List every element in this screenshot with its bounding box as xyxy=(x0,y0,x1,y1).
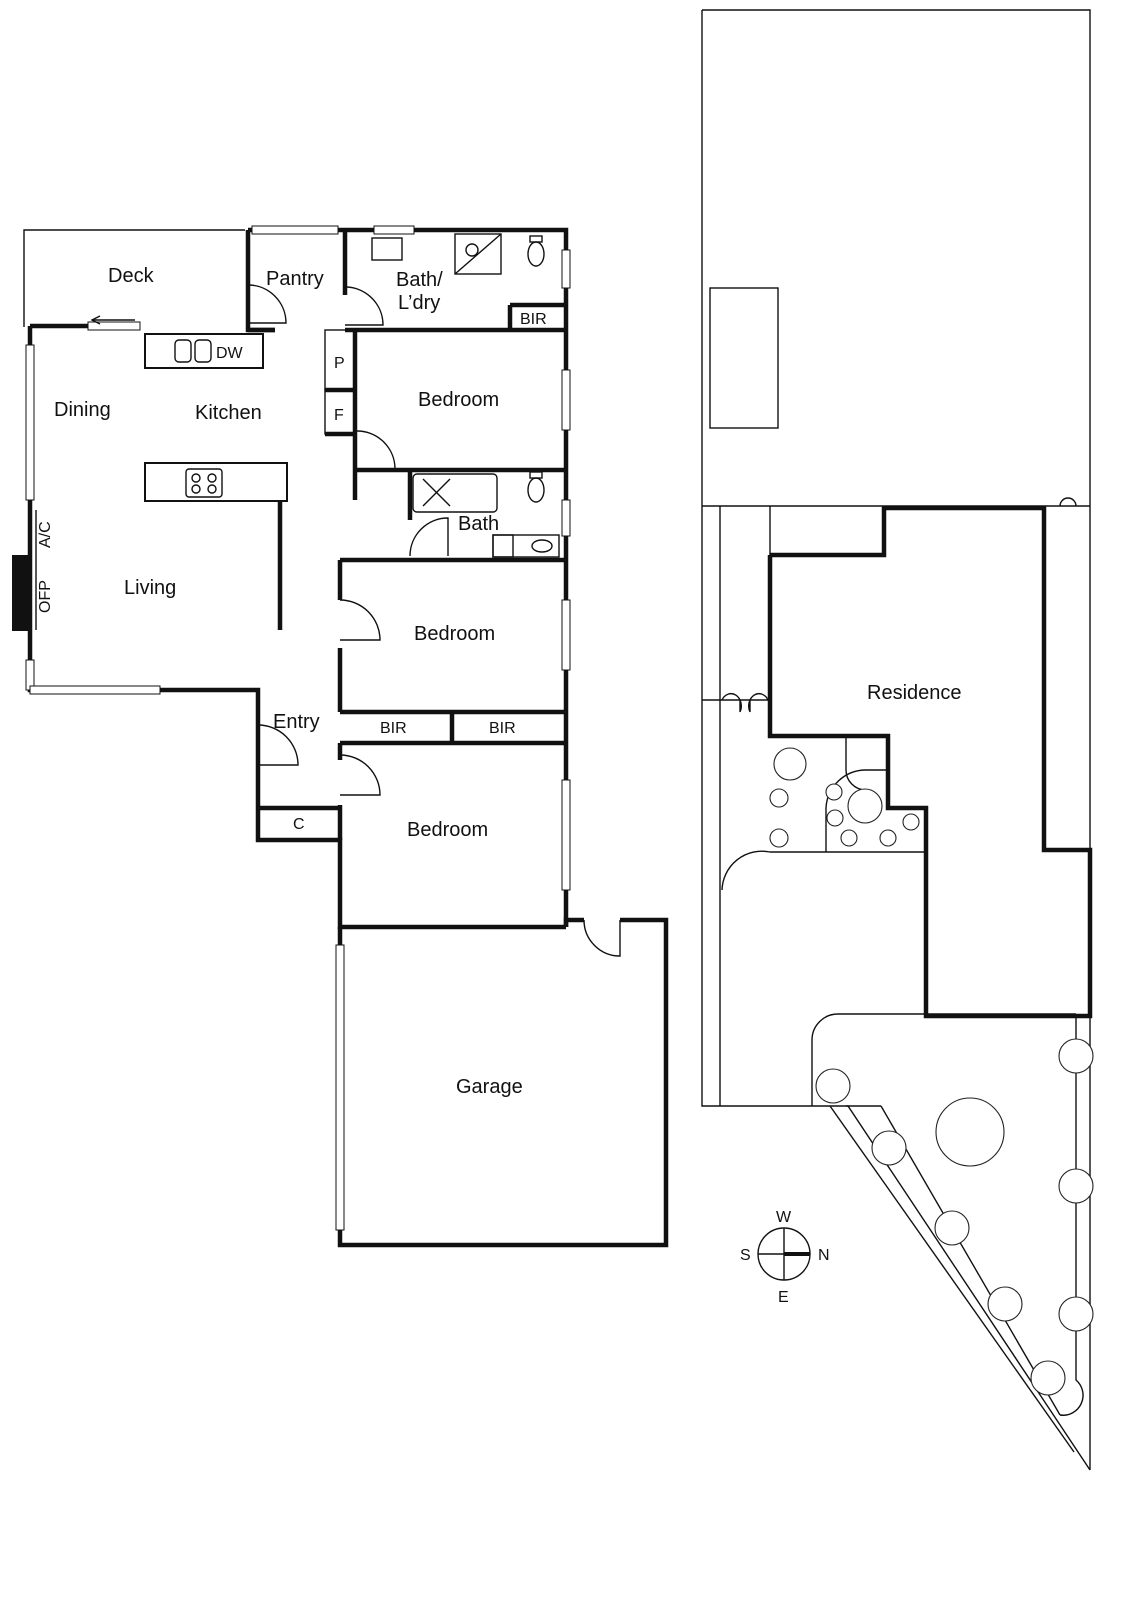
label-bedroom-2: Bedroom xyxy=(414,623,495,645)
label-bath-laundry-2: L’dry xyxy=(398,292,440,314)
compass-west: W xyxy=(776,1209,792,1226)
door-swings xyxy=(247,284,621,957)
label-residence: Residence xyxy=(867,682,962,704)
label-dishwasher: DW xyxy=(216,345,244,362)
kitchen-benches xyxy=(144,329,356,502)
compass-east: E xyxy=(778,1289,789,1306)
label-cupboard: C xyxy=(293,816,305,833)
bathroom-fixtures xyxy=(371,233,560,558)
label-bir-top: BIR xyxy=(520,311,547,328)
sliding-door-arrow xyxy=(90,315,135,325)
label-bath-laundry-1: Bath/ xyxy=(396,269,443,291)
compass-south: S xyxy=(740,1247,751,1264)
label-living: Living xyxy=(124,577,176,599)
label-dining: Dining xyxy=(54,399,111,421)
compass-rose: W S N E xyxy=(740,1209,830,1306)
label-open-fireplace: OFP xyxy=(37,580,54,613)
windows xyxy=(12,225,571,1231)
label-bedroom-3: Bedroom xyxy=(407,819,488,841)
label-kitchen: Kitchen xyxy=(195,402,262,424)
label-garage: Garage xyxy=(456,1076,523,1098)
room-labels: Deck Pantry Bath/ L’dry BIR DW P F Dinin… xyxy=(37,265,547,1098)
label-entry: Entry xyxy=(273,711,320,733)
label-air-conditioner: A/C xyxy=(37,521,54,548)
compass-north: N xyxy=(818,1247,830,1264)
label-bir-left: BIR xyxy=(380,720,407,737)
label-deck: Deck xyxy=(108,265,155,287)
label-bedroom-1: Bedroom xyxy=(418,389,499,411)
label-bir-right: BIR xyxy=(489,720,516,737)
landscaping-trees xyxy=(769,747,1094,1396)
label-pantry: Pantry xyxy=(266,268,324,290)
label-pantry-cupboard: P xyxy=(334,355,345,372)
label-bath: Bath xyxy=(458,513,499,535)
site-plan xyxy=(701,9,1093,1471)
label-fridge: F xyxy=(334,407,344,424)
